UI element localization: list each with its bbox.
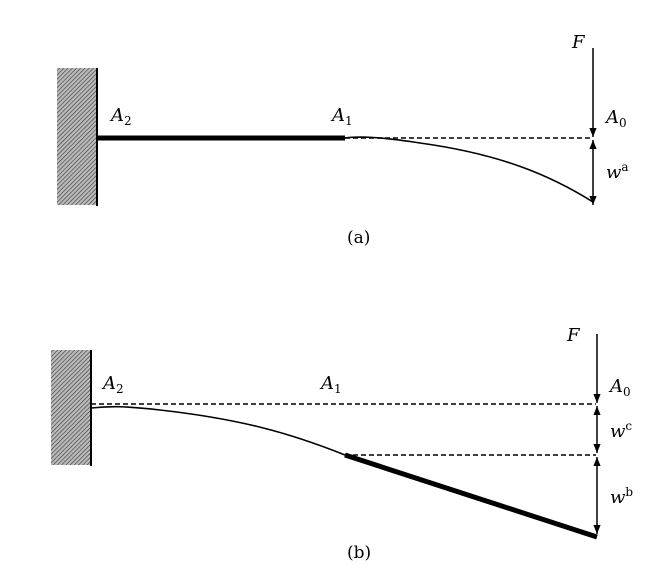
point-a2-label: A2 — [109, 105, 132, 128]
caption-b: (b) — [347, 543, 371, 563]
rigid-beam-segment — [344, 452, 598, 540]
force-label: F — [571, 32, 586, 53]
fixed-wall — [51, 350, 91, 465]
point-a0-label: A0 — [604, 107, 627, 130]
point-a1-label: A1 — [319, 373, 342, 396]
point-a2-label: A2 — [101, 373, 124, 396]
point-a0-label: A0 — [608, 376, 631, 399]
fixed-wall — [57, 68, 97, 205]
deflection-wa-label: wa — [606, 160, 629, 183]
deflection-wc-label: wc — [610, 419, 632, 442]
deflected-beam-curve — [90, 405, 346, 456]
force-label: F — [566, 325, 581, 346]
deflection-wb-label: wb — [610, 485, 633, 508]
caption-a: (a) — [347, 228, 370, 248]
panel-a: F A2 A1 A0 wa (a) — [57, 32, 629, 248]
point-a1-label: A1 — [330, 105, 353, 128]
panel-b: F A2 A1 A0 wc wb (b) — [51, 325, 633, 563]
deflected-beam-curve — [344, 136, 594, 203]
